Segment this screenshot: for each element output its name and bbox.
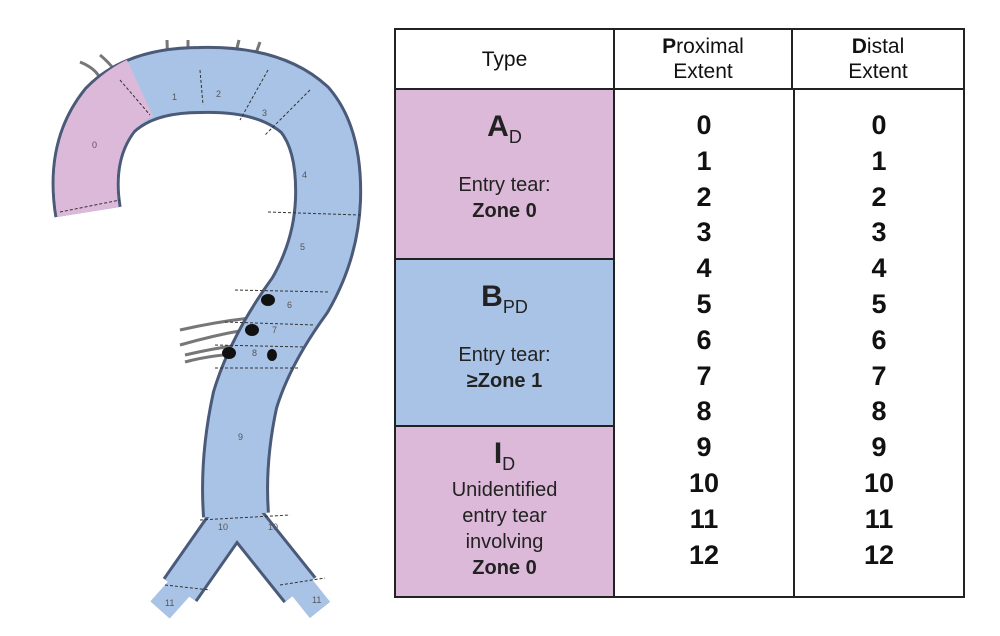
zone-0-ascending xyxy=(54,59,154,217)
header-distal: Distal Extent xyxy=(793,30,963,90)
zone-label: 6 xyxy=(287,300,292,310)
header-type: Type xyxy=(396,30,615,90)
distal-zone-value: 6 xyxy=(871,324,887,355)
proximal-zone-value: 0 xyxy=(696,110,712,140)
type-a-desc: Entry tear: xyxy=(458,174,551,196)
distal-label-line2: Extent xyxy=(848,60,908,83)
proximal-zone-value: 6 xyxy=(696,324,712,355)
distal-zone-value: 7 xyxy=(871,360,887,391)
distal-zone-value: 10 xyxy=(863,467,895,498)
proximal-label-line2: Extent xyxy=(673,60,733,83)
zone-label: 0 xyxy=(92,140,97,150)
type-b-desc: Entry tear: xyxy=(458,344,551,366)
header-proximal: Proximal Extent xyxy=(615,30,793,90)
vessel-ostia xyxy=(222,294,277,361)
distal-initial: D xyxy=(851,35,867,58)
type-i-desc-3: involving xyxy=(465,531,544,553)
zone-boundaries xyxy=(59,69,361,591)
proximal-zone-value: 9 xyxy=(696,432,712,463)
type-i-desc-2: entry tear xyxy=(462,505,547,527)
intercostal-arteries xyxy=(179,316,296,364)
zone-label: 8 xyxy=(252,348,257,358)
distal-zone-value: 9 xyxy=(871,432,887,463)
distal-zone-value: 2 xyxy=(871,181,887,212)
distal-zone-value: 0 xyxy=(871,110,887,140)
zone-label: 2 xyxy=(216,89,221,99)
type-b-zone: ≥Zone 1 xyxy=(466,370,543,392)
proximal-zone-value: 1 xyxy=(696,145,712,176)
type-a-cell: AD Entry tear: Zone 0 xyxy=(396,90,615,260)
type-i-desc-1: Unidentified xyxy=(451,479,558,501)
zone-label: 3 xyxy=(262,108,267,118)
distal-label: istal xyxy=(866,35,905,58)
zone-label: 1 xyxy=(172,92,177,102)
proximal-zone-value: 11 xyxy=(689,503,719,534)
arch-inner xyxy=(164,124,236,196)
type-a-label: AD xyxy=(487,110,522,148)
proximal-zone-value: 2 xyxy=(696,181,712,212)
aorta-illustration: 0 1 2 3 4 5 6 7 8 9 10 10 11 11 xyxy=(51,39,363,619)
type-i-label: ID xyxy=(493,437,516,475)
type-b-label: BPD xyxy=(481,280,528,318)
distal-zone-value: 12 xyxy=(863,539,895,570)
zone-label: 5 xyxy=(300,242,305,252)
iliac-body xyxy=(165,498,315,602)
distal-zone-value: 8 xyxy=(871,396,887,427)
distal-zone-value: 3 xyxy=(871,217,887,248)
type-i-zone: Zone 0 xyxy=(472,557,537,579)
zone-label: 7 xyxy=(272,325,277,335)
type-b-cell: BPD Entry tear: ≥Zone 1 xyxy=(396,260,615,427)
distal-zone-value: 5 xyxy=(871,288,887,319)
zone-label: 10 xyxy=(218,522,228,532)
classification-table: Type Proximal Extent Distal Extent AD En… xyxy=(394,28,965,598)
proximal-initial: P xyxy=(662,35,677,58)
distal-zone-value: 1 xyxy=(871,145,887,176)
proximal-zone-value: 5 xyxy=(696,288,712,319)
distal-zone-value: 11 xyxy=(864,503,894,534)
zone-label: 10 xyxy=(268,522,278,532)
proximal-zone-value: 4 xyxy=(696,253,712,284)
zone-label: 11 xyxy=(165,598,174,608)
zone-label: 4 xyxy=(302,170,307,180)
proximal-label: roximal xyxy=(676,35,744,58)
zone-label: 11 xyxy=(312,595,321,605)
proximal-zone-value: 7 xyxy=(696,360,712,391)
type-a-zone: Zone 0 xyxy=(472,200,537,222)
distal-zone-value: 4 xyxy=(871,253,887,284)
proximal-zone-value: 12 xyxy=(688,539,720,570)
proximal-zone-value: 3 xyxy=(696,217,712,248)
zone-label: 9 xyxy=(238,432,243,442)
proximal-zone-value: 8 xyxy=(696,396,712,427)
type-i-cell: ID Unidentified entry tear involving Zon… xyxy=(396,427,615,596)
proximal-zone-value: 10 xyxy=(688,467,720,498)
